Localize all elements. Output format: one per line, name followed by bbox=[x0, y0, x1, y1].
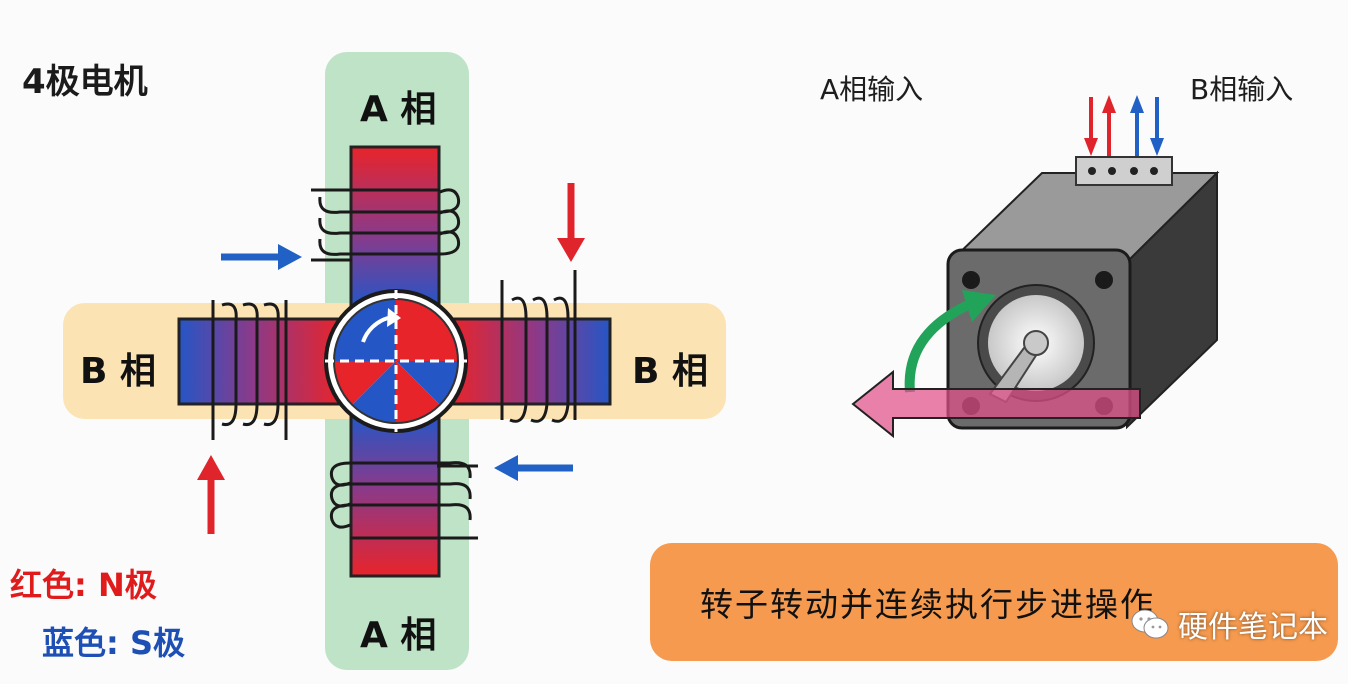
phase-label-a-bottom: A 相 bbox=[360, 615, 437, 656]
direction-arrow bbox=[851, 369, 1141, 439]
watermark-text: 硬件笔记本 bbox=[1178, 610, 1328, 645]
caption-text: 转子转动并连续执行步进操作 bbox=[700, 585, 1155, 624]
input-label-a: A相输入 bbox=[820, 73, 924, 106]
phase-label-b-right: B 相 bbox=[632, 351, 708, 392]
arrow-red-top-right bbox=[557, 183, 585, 262]
pole-a-top bbox=[311, 145, 461, 309]
input-arrows bbox=[1084, 95, 1164, 156]
phase-label-b-left: B 相 bbox=[80, 351, 156, 392]
arrow-blue-bottom-right bbox=[494, 455, 573, 481]
coil-b-left bbox=[211, 300, 288, 440]
rotor bbox=[324, 289, 468, 433]
arrow-red-bottom-left bbox=[197, 455, 225, 534]
phase-label-a-top: A 相 bbox=[360, 89, 437, 130]
coil-a-bottom bbox=[329, 461, 478, 540]
coil-b-right bbox=[500, 270, 577, 423]
wechat-icon bbox=[1131, 609, 1169, 639]
diagram-title: 4极电机 bbox=[22, 62, 148, 102]
input-label-b: B相输入 bbox=[1190, 73, 1294, 106]
pole-b-right bbox=[450, 270, 612, 423]
arrow-blue-top-left bbox=[221, 244, 302, 270]
watermark: 硬件笔记本 bbox=[1130, 602, 1328, 646]
pole-b-left bbox=[177, 300, 343, 440]
coil-a-top bbox=[311, 188, 461, 262]
legend-south: 蓝色: S极 bbox=[42, 624, 185, 662]
rotation-arrow bbox=[904, 290, 996, 393]
stepper-motor bbox=[946, 156, 1220, 430]
legend-north: 红色: N极 bbox=[10, 566, 157, 604]
caption-banner bbox=[650, 543, 1338, 661]
